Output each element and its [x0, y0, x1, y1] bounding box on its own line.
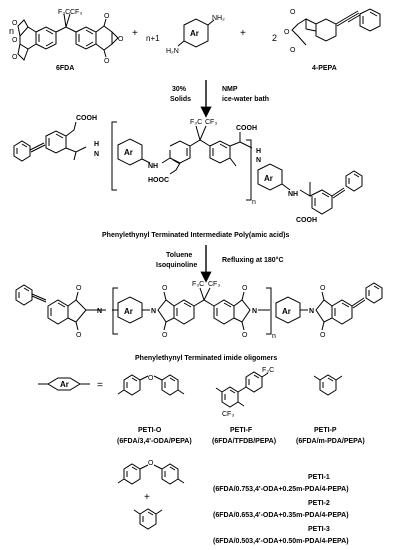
- 4-pepa-structure: [291, 8, 381, 46]
- olig-n-3: N: [252, 308, 257, 315]
- 6fda-cf3-right: CF₃: [70, 9, 82, 16]
- intermediate-label: Phenylethynyl Terminated Intermediate Po…: [102, 232, 289, 239]
- peti-2-desc: (6FDA/0.653,4'-ODA+0.35m-PDA/4-PEPA): [213, 512, 349, 519]
- int-hooc: HOOC: [148, 177, 169, 184]
- olig-cf3-left: F₃C: [192, 281, 204, 288]
- conditions-right-2: ice-water bath: [222, 96, 269, 103]
- peti-f-desc: (6FDA/TFDB/PEPA): [212, 438, 276, 445]
- 6fda-o2: O: [12, 37, 18, 44]
- olig-o-3: O: [162, 285, 168, 292]
- int-cooh-mid: COOH: [236, 125, 257, 132]
- ar-def-cf3: CF₃: [222, 411, 234, 418]
- diamine-ar: Ar: [190, 29, 199, 38]
- oligomer-structure: [15, 282, 383, 335]
- int-n-right: N: [256, 157, 261, 164]
- int-nh-2: NH: [288, 191, 298, 198]
- peti-p-name: PETI-P: [314, 427, 337, 434]
- olig-ar-1: Ar: [124, 307, 133, 316]
- peti-p-desc: (6FDA/m-PDA/PEPA): [296, 438, 365, 445]
- peti-3-desc: (6FDA/0.503,4'-ODA+0.50m-PDA/4-PEPA): [213, 538, 349, 545]
- ar-def-o-bridge: O: [148, 375, 154, 382]
- olig-n-1: N: [97, 308, 102, 315]
- olig-o-6: O: [242, 332, 248, 339]
- peti-2-name: PETI-2: [308, 500, 330, 507]
- int-ar-1: Ar: [124, 148, 133, 157]
- olig-o-1: O: [76, 285, 82, 292]
- int-h-left: H: [94, 141, 99, 148]
- copoly-o-bridge: O: [148, 460, 154, 467]
- conditions-left-1: 30%: [172, 86, 187, 93]
- diamine-nh2: NH₂: [212, 15, 225, 22]
- peti-o-name: PETI-O: [138, 427, 162, 434]
- peti-o-desc: (6FDA/3,4'-ODA/PEPA): [117, 438, 192, 445]
- int-cf3-right: CF₃: [205, 119, 217, 126]
- 6fda-o5: O: [118, 36, 124, 43]
- copoly-plus: +: [144, 492, 150, 503]
- step2-conditions-right: Refluxing at 180°C: [222, 256, 284, 264]
- olig-o-2: O: [76, 332, 82, 339]
- plus-sign-1: +: [132, 28, 138, 39]
- conditions-right-1: NMP: [222, 86, 238, 93]
- ar-definitions: [38, 371, 343, 408]
- coefficient-n: n: [9, 26, 14, 36]
- 6fda-label: 6FDA: [56, 65, 74, 72]
- 4-pepa-label: 4-PEPA: [312, 65, 337, 72]
- olig-o-8: O: [320, 332, 326, 339]
- 6fda-o4: O: [104, 13, 110, 20]
- peti-f-name: PETI-F: [230, 427, 253, 434]
- int-nh-1: NH: [148, 163, 158, 170]
- reactants-row: n F₃C CF₃ O O O O O O 6FDA: [9, 8, 381, 72]
- pepa-o2: O: [284, 29, 290, 36]
- coefficient-2: 2: [272, 33, 277, 43]
- 6fda-o1: O: [12, 20, 18, 27]
- int-n-left: N: [94, 151, 99, 158]
- olig-n-subscript: n: [272, 333, 276, 340]
- olig-ar-2: Ar: [282, 307, 291, 316]
- int-cf3-left: F₃C: [190, 119, 202, 126]
- olig-cf3-right: CF₃: [208, 281, 220, 288]
- olig-o-7: O: [320, 285, 326, 292]
- olig-n-2: N: [151, 308, 156, 315]
- int-cooh-right: COOH: [296, 217, 317, 224]
- pepa-o3: O: [290, 47, 296, 54]
- 6fda-cf3-left: F₃C: [58, 9, 70, 16]
- 6fda-o3: O: [12, 54, 18, 61]
- peti-1-desc: (6FDA/0.753,4'-ODA+0.25m-PDA/4-PEPA): [213, 486, 349, 493]
- int-ar-2: Ar: [264, 174, 273, 183]
- ar-def-f3c: F₃C: [262, 367, 274, 374]
- pepa-o1: O: [290, 9, 296, 16]
- coefficient-n-plus-1: n+1: [146, 34, 160, 43]
- step2-conditions-left-2: Isoquinoline: [156, 262, 197, 269]
- olig-o-5: O: [242, 285, 248, 292]
- conditions-left-2: Solids: [170, 96, 191, 103]
- intermediate-structure: [13, 121, 363, 215]
- peti-1-name: PETI-1: [308, 474, 330, 481]
- 6fda-structure: [17, 13, 119, 61]
- int-n-subscript: n: [252, 199, 256, 206]
- diamine-structure: [177, 18, 215, 48]
- step2-conditions-left-1: Toluene: [166, 252, 192, 259]
- int-cooh-left: COOH: [76, 115, 97, 122]
- olig-o-4: O: [162, 332, 168, 339]
- oligomer-label: Phenylethynyl Terminated imide oligomers: [135, 355, 277, 362]
- int-h-right: H: [256, 148, 261, 155]
- 6fda-o6: O: [104, 58, 110, 65]
- peti-3-name: PETI-3: [308, 526, 330, 533]
- ar-def-ar: Ar: [60, 380, 69, 389]
- olig-n-4: N: [309, 308, 314, 315]
- diamine-h2n: H₂N: [166, 48, 179, 55]
- copolymer-structures: [117, 463, 185, 530]
- ar-def-equals: =: [97, 380, 103, 391]
- plus-sign-2: +: [240, 28, 246, 39]
